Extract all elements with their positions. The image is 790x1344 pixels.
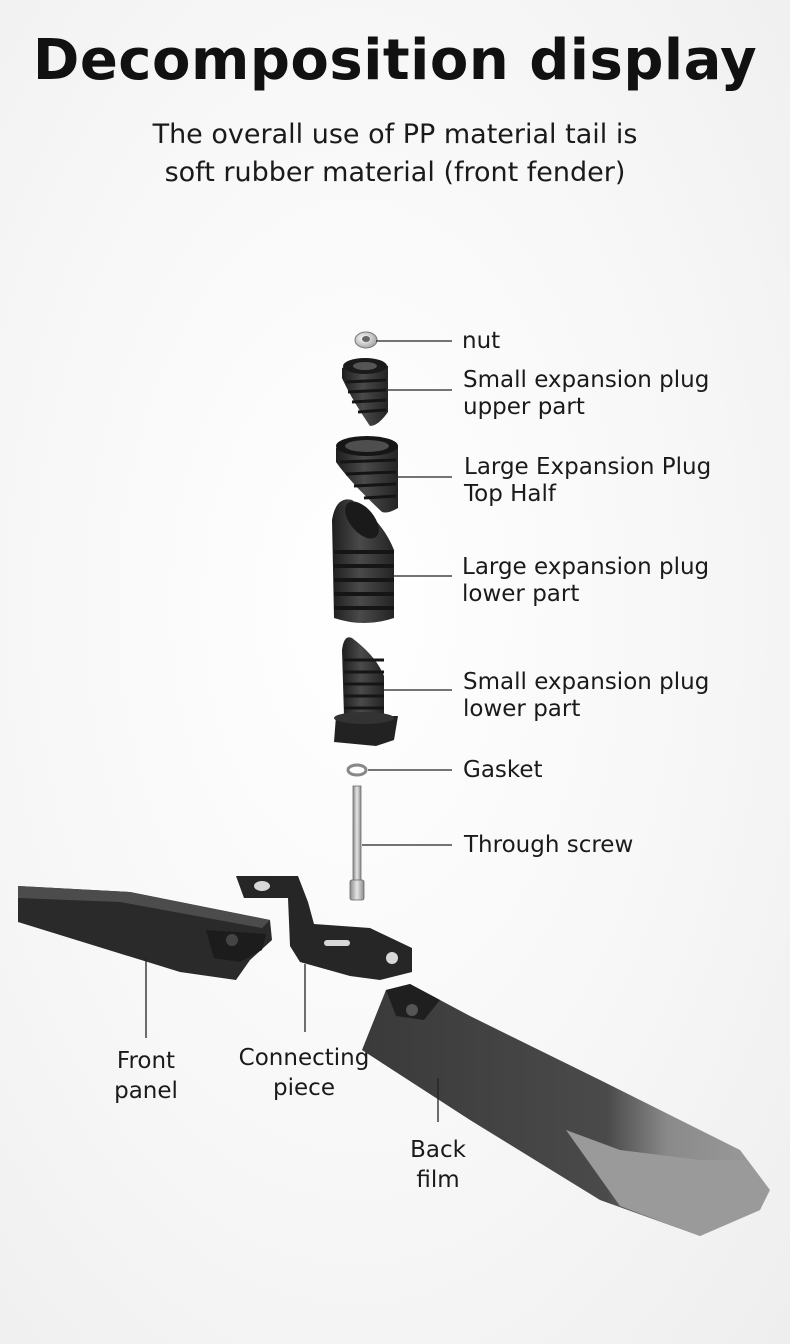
front-panel-part bbox=[18, 886, 272, 980]
subtitle-line-2: soft rubber material (front fender) bbox=[164, 157, 626, 188]
label-large-plug-lower: Large expansion plug lower part bbox=[462, 554, 709, 608]
page-title: Decomposition display bbox=[32, 28, 758, 93]
label-large-plug-lower-line2: lower part bbox=[462, 581, 580, 607]
label-gasket: Gasket bbox=[463, 757, 543, 783]
label-large-plug-top-line1: Large Expansion Plug bbox=[464, 454, 712, 480]
nut-part bbox=[354, 331, 378, 349]
small-plug-lower-part bbox=[334, 637, 398, 746]
label-nut: nut bbox=[462, 328, 501, 354]
small-plug-upper-part bbox=[342, 358, 388, 426]
label-connecting-piece-line1: Connecting bbox=[238, 1045, 370, 1071]
label-connecting-piece: Connecting piece bbox=[226, 1043, 382, 1103]
label-front-panel-line1: Front bbox=[116, 1048, 176, 1074]
label-front-panel: Front panel bbox=[96, 1046, 196, 1106]
large-plug-lower-part bbox=[332, 499, 394, 623]
through-screw-part bbox=[349, 785, 365, 901]
label-back-film-line1: Back bbox=[410, 1137, 466, 1163]
label-small-plug-lower-line2: lower part bbox=[463, 696, 581, 722]
label-small-plug-upper: Small expansion plug upper part bbox=[463, 367, 709, 421]
label-large-plug-top-line2: Top Half bbox=[464, 481, 556, 507]
label-small-plug-lower-line1: Small expansion plug bbox=[463, 669, 710, 695]
subtitle-line-1: The overall use of PP material tail is bbox=[152, 119, 638, 150]
label-front-panel-line2: panel bbox=[114, 1078, 178, 1104]
label-large-plug-top: Large Expansion Plug Top Half bbox=[464, 454, 711, 508]
page-subtitle: The overall use of PP material tail is s… bbox=[0, 116, 790, 192]
label-back-film-line2: film bbox=[416, 1167, 460, 1193]
label-small-plug-upper-line1: Small expansion plug bbox=[463, 367, 710, 393]
label-back-film: Back film bbox=[388, 1135, 488, 1195]
leader-lines bbox=[145, 340, 452, 1122]
back-film-part bbox=[362, 984, 770, 1236]
gasket-part bbox=[346, 763, 368, 777]
label-large-plug-lower-line1: Large expansion plug bbox=[462, 554, 710, 580]
label-connecting-piece-line2: piece bbox=[273, 1075, 335, 1101]
label-small-plug-upper-line2: upper part bbox=[463, 394, 585, 420]
label-through-screw: Through screw bbox=[464, 832, 634, 858]
connecting-piece-part bbox=[236, 876, 412, 980]
large-plug-top-half bbox=[336, 436, 398, 513]
label-small-plug-lower: Small expansion plug lower part bbox=[463, 669, 709, 723]
